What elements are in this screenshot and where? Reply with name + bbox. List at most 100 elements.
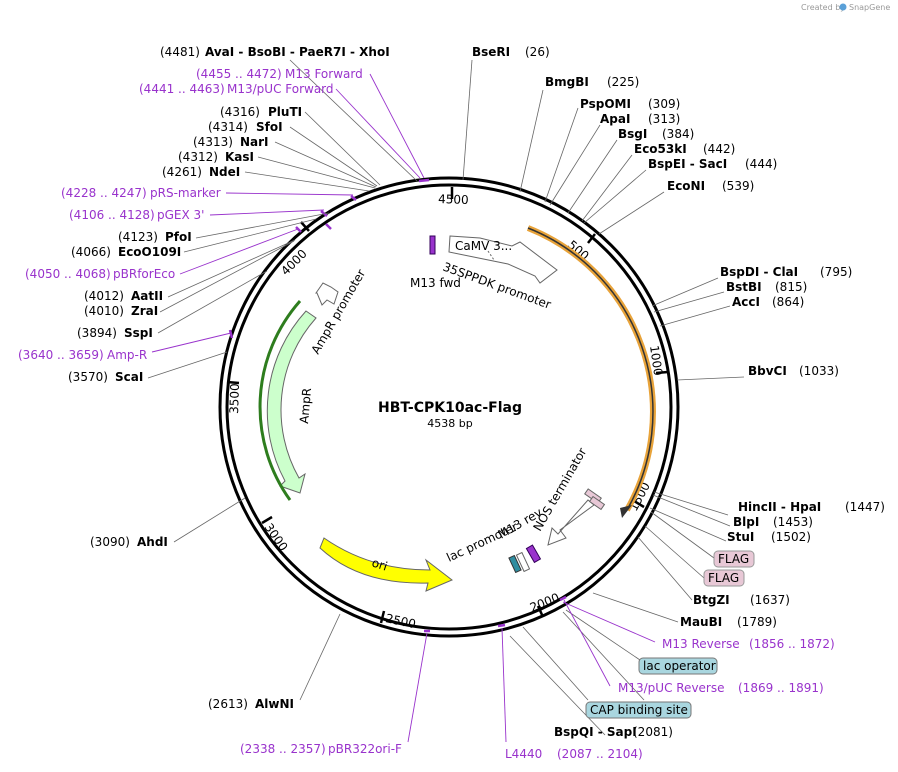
snapgene-logo-icon: [839, 3, 847, 11]
site-name-maubi[interactable]: MauBI: [680, 615, 722, 629]
site-name-bsgi[interactable]: BsgI: [618, 127, 647, 141]
primer-name-l4440[interactable]: L4440: [505, 747, 542, 761]
site-pos-btgzi: (1637): [750, 593, 790, 607]
primer-name-m13puc-rev[interactable]: M13/pUC Reverse: [618, 681, 725, 695]
primer-name-pgex[interactable]: pGEX 3': [157, 208, 204, 222]
site-pos-ndei: (4261): [162, 165, 202, 179]
site-pos-maubi: (1789): [737, 615, 777, 629]
ampr-outer-arc: [258, 300, 302, 501]
brand-created-by: Created by: [801, 3, 845, 12]
site-pos-bspdi: (795): [820, 265, 852, 279]
site-pos-blpi: (1453): [773, 515, 813, 529]
primer-name-ampr[interactable]: Amp-R: [107, 348, 147, 362]
primer-name-pbrforeco[interactable]: pBRforEco: [113, 267, 175, 281]
flag-badge-2-bg: [703, 569, 745, 587]
site-pos-eco53ki: (442): [703, 142, 735, 156]
site-name-acci[interactable]: AccI: [732, 295, 760, 309]
primer-name-pbr322[interactable]: pBR322ori-F: [328, 742, 402, 756]
backbone-outer-ring: [218, 176, 680, 638]
primer-range-pbr322: (2338 .. 2357): [240, 742, 326, 756]
ori-label: ori: [370, 556, 389, 574]
site-name-pluti[interactable]: PluTI: [268, 105, 302, 119]
primer-name-prs[interactable]: pRS-marker: [150, 186, 221, 200]
site-name-stui[interactable]: StuI: [727, 530, 754, 544]
site-name-ndei[interactable]: NdeI: [209, 165, 240, 179]
feature-badges: FLAG FLAG lac operator CAP binding site: [585, 550, 755, 719]
primer-range-m13puc-rev: (1869 .. 1891): [738, 681, 824, 695]
site-name-bmgbi[interactable]: BmgBI: [545, 75, 589, 89]
site-pos-scai: (3570): [68, 370, 108, 384]
flag-badge-1[interactable]: FLAG: [718, 552, 749, 566]
site-pos-zrai: (4010): [84, 304, 124, 318]
site-name-sfoi[interactable]: SfoI: [256, 120, 283, 134]
lac-operator-badge-bg: [638, 657, 718, 675]
tick-3000: 3000: [262, 521, 291, 554]
site-pos-ecoo109i: (4066): [71, 245, 111, 259]
site-name-blpi[interactable]: BlpI: [733, 515, 759, 529]
tick-marks: [226, 187, 669, 624]
ampr-label: AmpR: [297, 387, 314, 424]
site-name-bspqi[interactable]: BspQI - SapI: [554, 725, 637, 739]
site-pos-sfoi: (4314): [208, 120, 248, 134]
site-pos-bspei: (444): [745, 157, 777, 171]
cds-arc-core: [527, 227, 654, 511]
flag-badge-2[interactable]: FLAG: [708, 571, 739, 585]
site-pos-sspi: (3894): [77, 326, 117, 340]
flag-badge-1-bg: [713, 550, 755, 568]
site-name-nari[interactable]: NarI: [240, 135, 269, 149]
primer-name-m13puc-f[interactable]: M13/pUC Forward: [227, 82, 334, 96]
site-name-bseri[interactable]: BseRI: [472, 45, 510, 59]
site-name-bbvci[interactable]: BbvCI: [748, 364, 787, 378]
site-pos-pfoi: (4123): [118, 230, 158, 244]
site-name-aatii[interactable]: AatII: [131, 289, 163, 303]
lac-operator-badge[interactable]: lac operator: [643, 659, 716, 673]
site-name-apai[interactable]: ApaI: [600, 112, 630, 126]
site-name-hincii[interactable]: HincII - HpaI: [738, 500, 821, 514]
site-pos-stui: (1502): [771, 530, 811, 544]
site-pos-alwni: (2613): [208, 697, 248, 711]
site-name-ecoo109i[interactable]: EcoO109I: [118, 245, 181, 259]
site-name-pfoi[interactable]: PfoI: [165, 230, 192, 244]
site-name-alwni[interactable]: AlwNI: [255, 697, 294, 711]
brand-name: SnapGene: [849, 3, 890, 12]
primer-name-m13rev[interactable]: M13 Reverse: [662, 637, 740, 651]
camv-dash: [487, 250, 495, 261]
site-name-scai[interactable]: ScaI: [115, 370, 143, 384]
site-pos-ahdi: (3090): [90, 535, 130, 549]
site-name-bspei[interactable]: BspEI - SacI: [648, 157, 727, 171]
primer-range-m13puc-f: (4441 .. 4463): [139, 82, 225, 96]
site-pos-bbvci: (1033): [799, 364, 839, 378]
site-pos-bseri: (26): [525, 45, 550, 59]
plasmid-name: HBT-CPK10ac-Flag: [378, 400, 522, 416]
primer-range-prs: (4228 .. 4247): [61, 186, 147, 200]
camv-promoter-arrow: [448, 235, 558, 284]
tick-2500: 2500: [384, 611, 417, 631]
site-name-psp[interactable]: PspOMI: [580, 97, 631, 111]
site-pos-bspqi: (2081): [633, 725, 673, 739]
primer-range-m13rev: (1856 .. 1872): [749, 637, 835, 651]
primer-leader-lines: [151, 73, 656, 743]
site-name-ahdi[interactable]: AhdI: [137, 535, 168, 549]
site-name-btgzi[interactable]: BtgZI: [693, 593, 730, 607]
ampr-promoter-label: AmpR promoter: [308, 267, 368, 357]
site-name-avai[interactable]: AvaI - BsoBI - PaeR7I - XhoI: [205, 45, 390, 59]
flag-marker-2: [588, 495, 606, 511]
ori-arrow: [319, 537, 453, 592]
site-pos-bmgbi: (225): [607, 75, 639, 89]
site-pos-acci: (864): [772, 295, 804, 309]
site-name-sspi[interactable]: SspI: [124, 326, 153, 340]
primer-name-m13f[interactable]: M13 Forward: [285, 67, 363, 81]
site-name-zrai[interactable]: ZraI: [131, 304, 158, 318]
ring-primer-markers: [228, 178, 567, 633]
cap-site-badge[interactable]: CAP binding site: [590, 703, 688, 717]
site-pos-pluti: (4316): [220, 105, 260, 119]
site-name-kasi[interactable]: KasI: [225, 150, 254, 164]
site-name-eco53ki[interactable]: Eco53kI: [634, 142, 687, 156]
ampr-promoter-arrow: [315, 282, 339, 306]
site-name-bstbi[interactable]: BstBI: [726, 280, 762, 294]
site-name-bspdi[interactable]: BspDI - ClaI: [720, 265, 798, 279]
leader-lines: [147, 59, 745, 736]
site-name-econi[interactable]: EcoNI: [667, 179, 705, 193]
m13-fwd-marker: [429, 235, 436, 255]
